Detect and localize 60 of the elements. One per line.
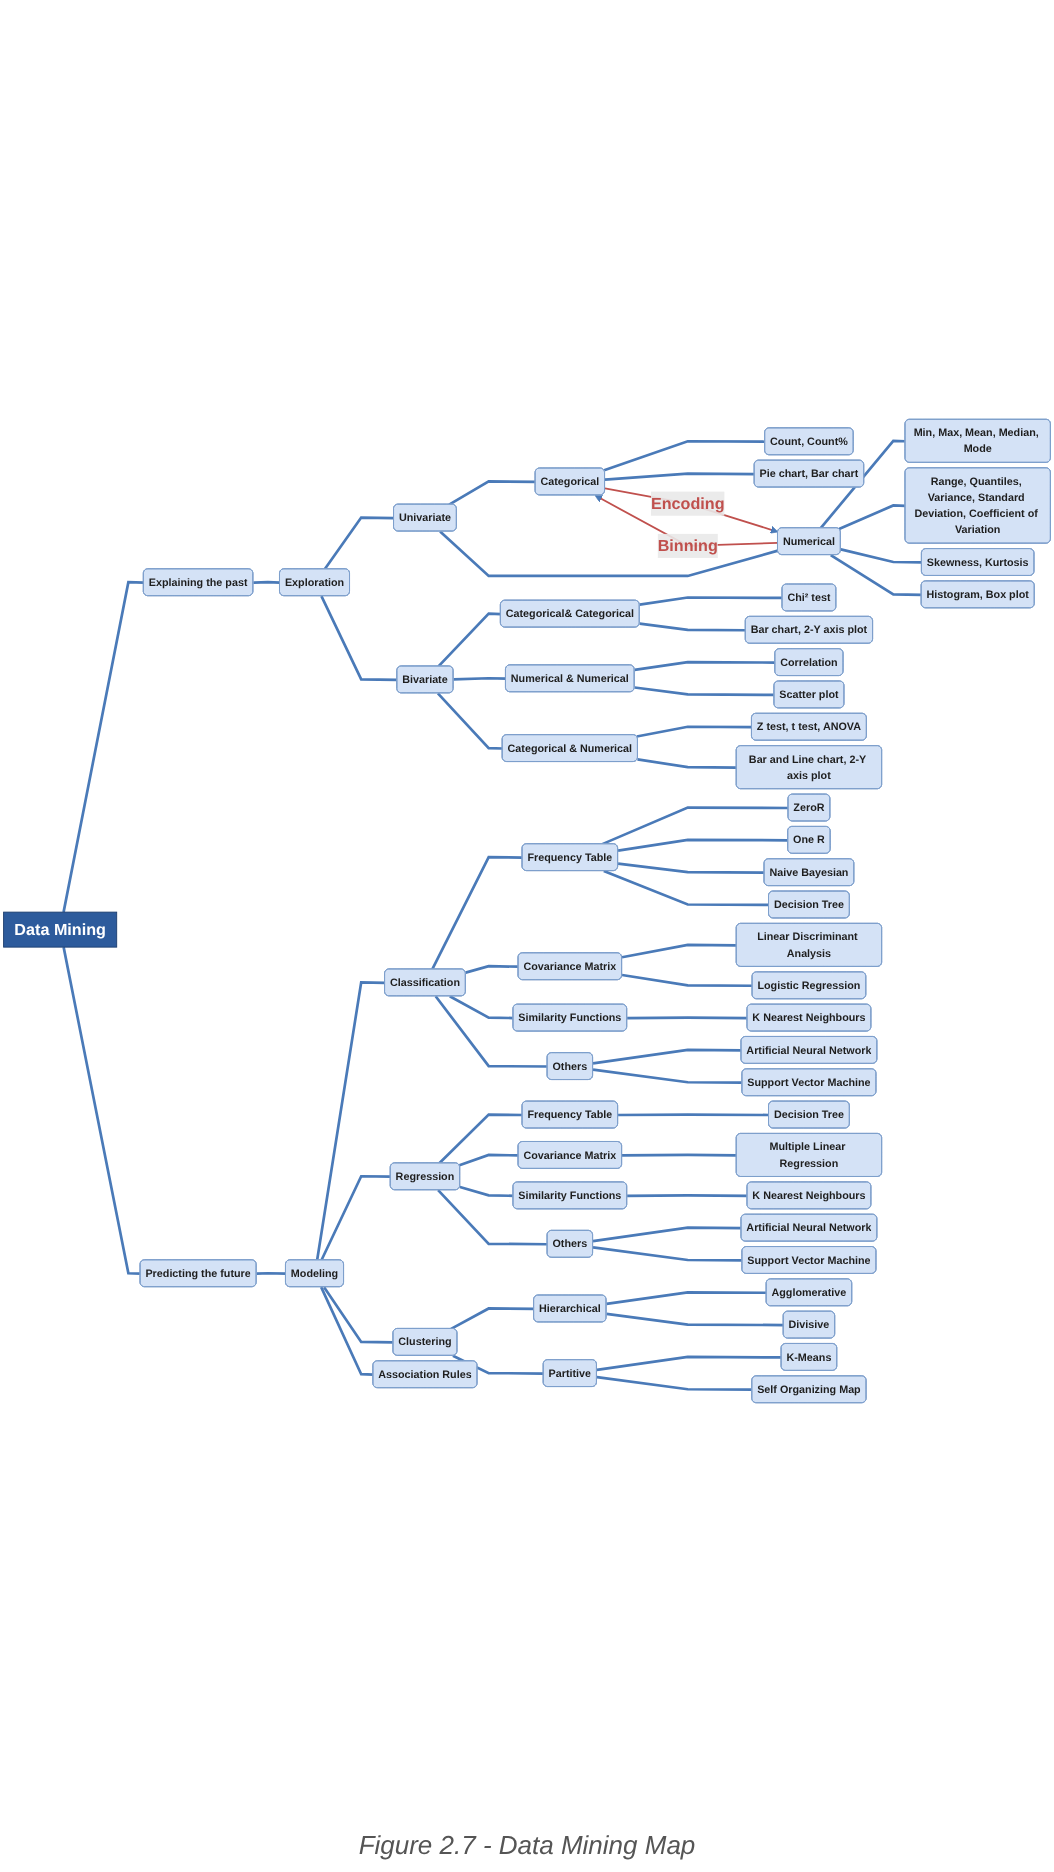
connector — [448, 480, 536, 506]
connector — [323, 516, 394, 570]
connector — [603, 869, 769, 907]
connector — [431, 855, 523, 970]
connector — [601, 806, 789, 846]
edge-label: Binning — [657, 536, 718, 555]
connector — [830, 553, 922, 597]
connector — [604, 472, 755, 481]
connector — [618, 1113, 769, 1117]
connector — [437, 1189, 548, 1246]
connector — [603, 439, 766, 472]
connector — [62, 946, 141, 1275]
edge-label: Encoding — [650, 494, 725, 513]
caption: Figure 2.7 - Data Mining Map — [356, 1830, 698, 1860]
connector — [465, 964, 519, 974]
connector — [592, 1226, 742, 1243]
connector — [320, 1174, 391, 1261]
connector — [320, 595, 398, 682]
connector — [434, 995, 548, 1068]
connector — [459, 1185, 514, 1198]
connector — [606, 1312, 784, 1327]
connector — [315, 981, 385, 1261]
connector — [617, 862, 765, 874]
connector — [253, 580, 280, 584]
connector — [621, 943, 737, 959]
connector — [452, 1354, 544, 1375]
connector — [256, 1271, 286, 1275]
connector — [450, 1307, 535, 1331]
connector — [62, 580, 144, 913]
connector — [819, 439, 906, 529]
connector — [323, 1286, 394, 1344]
connector — [639, 596, 783, 606]
connector — [449, 995, 514, 1020]
connector — [840, 548, 922, 564]
connector — [606, 1290, 767, 1306]
node-box: Data Mining — [3, 911, 118, 948]
connector — [437, 612, 501, 668]
connector — [438, 1113, 523, 1165]
arrow — [604, 487, 779, 534]
connector — [621, 973, 753, 988]
connector — [319, 1286, 374, 1376]
connector — [634, 660, 776, 672]
connector — [592, 1068, 743, 1085]
connector — [627, 1016, 748, 1020]
connector — [637, 758, 737, 769]
connector — [596, 1355, 782, 1372]
connector — [596, 1375, 753, 1392]
connector — [634, 686, 775, 697]
connector — [622, 1153, 737, 1157]
connector — [453, 676, 506, 681]
connector — [436, 692, 503, 750]
connector — [838, 504, 906, 531]
connector — [439, 530, 779, 578]
connector — [592, 1048, 742, 1065]
connector — [458, 1153, 519, 1167]
connector — [627, 1194, 748, 1198]
connector — [639, 622, 746, 632]
connector — [617, 838, 789, 852]
connector — [592, 1246, 743, 1262]
connector — [636, 725, 752, 738]
